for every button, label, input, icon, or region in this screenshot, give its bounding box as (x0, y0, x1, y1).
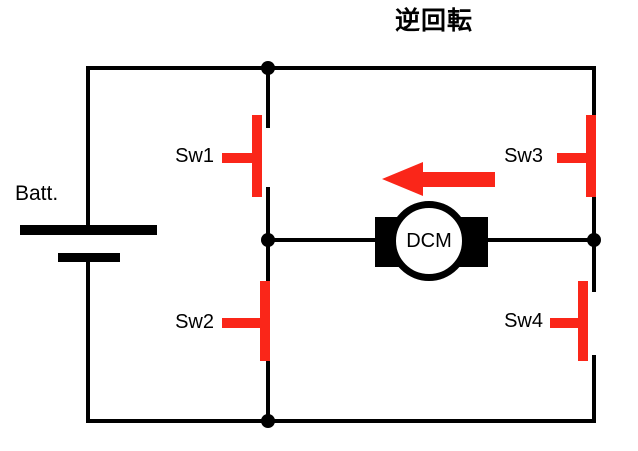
left-branch-wire-upper (266, 66, 270, 128)
motor-label: DCM (406, 229, 452, 252)
switch-sw2 (190, 281, 270, 361)
switch-label-sw1: Sw1 (175, 145, 214, 167)
sw2-gate-bar (222, 318, 262, 328)
switch-sw4 (516, 281, 596, 361)
arrow-shaft (423, 172, 495, 187)
junction-dot-bottom (261, 414, 275, 428)
junction-dot-top (261, 61, 275, 75)
switch-label-sw3: Sw3 (504, 145, 543, 167)
sw3-gate-bar (557, 153, 594, 163)
bottom-rail-wire (86, 419, 596, 423)
switch-label-sw4: Sw4 (504, 310, 543, 332)
sw2-contact-bar (260, 281, 270, 361)
battery-bottom-wire (86, 262, 90, 421)
left-branch-wire-lower (266, 358, 270, 423)
sw1-contact-bar (252, 115, 262, 197)
arrow-head-left-icon (382, 162, 423, 196)
diagram-title: 逆回転 (394, 7, 473, 35)
motor-left-wire (268, 238, 375, 242)
sw3-contact-bar (586, 115, 596, 197)
switch-sw1 (190, 115, 270, 197)
switch-label-sw2: Sw2 (175, 311, 214, 333)
junction-dot-right-mid (587, 233, 601, 247)
right-branch-wire-lower (592, 355, 596, 423)
battery-top-wire (86, 66, 90, 225)
battery-label: Batt. (15, 182, 59, 205)
sw4-contact-bar (578, 281, 588, 361)
top-rail-wire (86, 66, 596, 70)
battery-positive-plate (20, 225, 157, 235)
motor-right-wire (488, 238, 594, 242)
battery-negative-plate (58, 253, 120, 262)
right-branch-wire-upper (592, 66, 596, 128)
dc-motor: DCM (389, 201, 469, 281)
sw4-gate-bar (550, 318, 587, 328)
sw1-gate-bar (222, 153, 262, 163)
switch-sw3 (516, 115, 596, 197)
